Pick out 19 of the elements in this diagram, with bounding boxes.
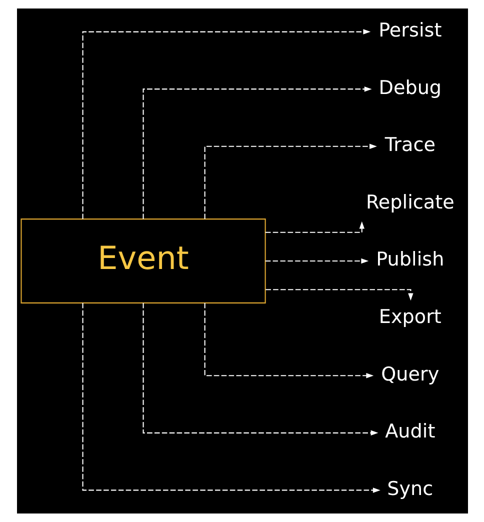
node-text: Sync [386,476,433,500]
arrow [142,86,372,219]
arrow [204,303,374,378]
node-text: Audit [384,420,435,443]
arrow [82,29,370,219]
arrow [265,289,413,301]
node-text: Export [378,304,441,328]
node-text: Query [380,362,439,386]
arrow [264,221,364,233]
node-text: Trace [384,133,435,156]
arrow [142,303,378,436]
arrow [204,144,376,219]
arrow [82,303,380,493]
node-text: Persist [378,18,442,42]
node-text: Replicate [366,190,454,214]
node-text: Debug [378,76,442,99]
node-box: Event [20,218,266,304]
arrow [264,258,368,264]
node-text: Publish [376,248,444,271]
